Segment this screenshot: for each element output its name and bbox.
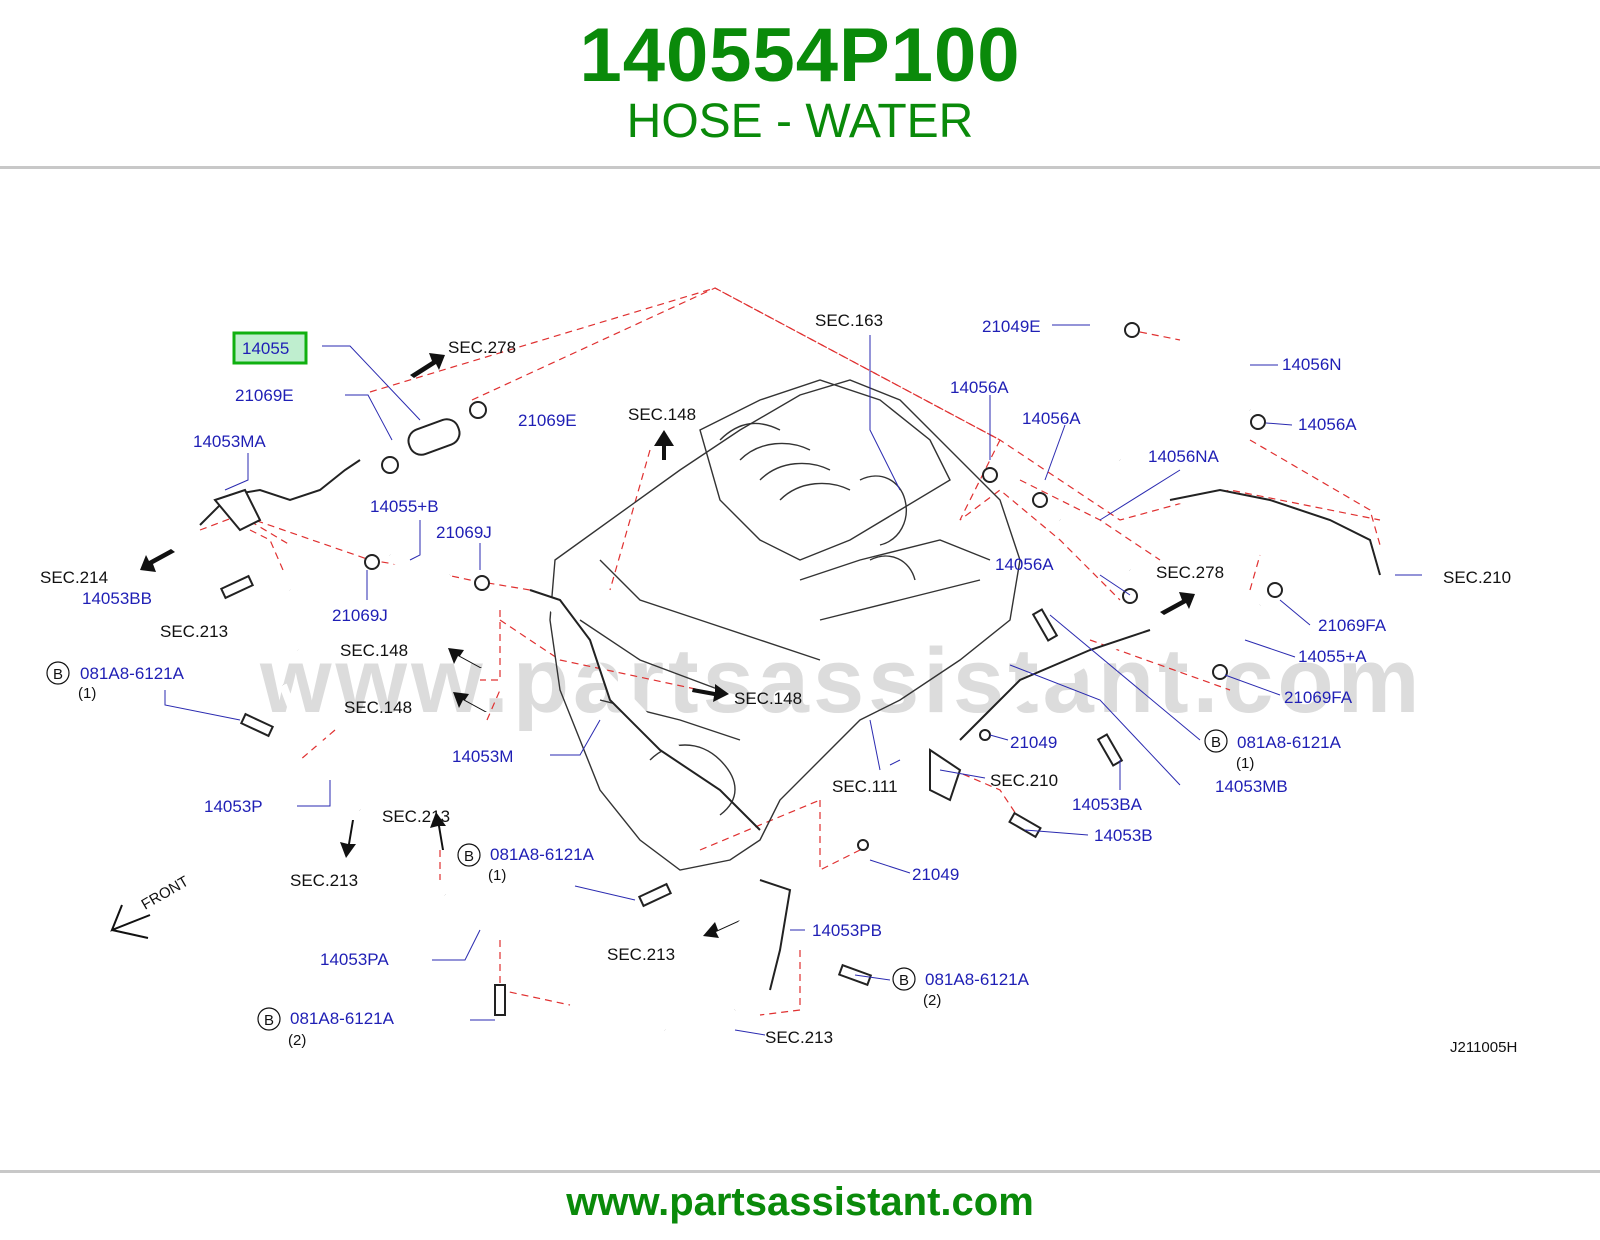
sec-148-d[interactable]: SEC.148	[734, 689, 802, 708]
label-14056A-2[interactable]: 14056A	[1022, 409, 1081, 428]
hoses-and-pipes	[199, 330, 1381, 1046]
engine-block-outline	[549, 379, 1021, 871]
label-14056A-1[interactable]: 14056A	[950, 378, 1009, 397]
section-labels: SEC.278 SEC.148 SEC.163 SEC.214 SEC.213 …	[40, 311, 1511, 1047]
label-14056N[interactable]: 14056N	[1282, 355, 1342, 374]
drawing-code: J211005H	[1450, 1039, 1517, 1056]
label-21069J-b[interactable]: 21069J	[332, 606, 388, 625]
sec-213-d[interactable]: SEC.213	[607, 945, 675, 964]
sec-213-e[interactable]: SEC.213	[765, 1028, 833, 1047]
watermark-text: www.partsassistant.com	[259, 630, 1423, 732]
bolt-symbol-2: B	[464, 848, 474, 865]
label-14053BA[interactable]: 14053BA	[1072, 795, 1143, 814]
sec-278-a[interactable]: SEC.278	[448, 338, 516, 357]
sec-213-c[interactable]: SEC.213	[290, 871, 358, 890]
label-14053PB[interactable]: 14053PB	[812, 921, 882, 940]
label-21069FA-2[interactable]: 21069FA	[1284, 688, 1353, 707]
sec-210-b[interactable]: SEC.210	[1443, 568, 1511, 587]
label-21069E-b[interactable]: 21069E	[518, 411, 577, 430]
label-081-qty-5: (1)	[1236, 755, 1254, 772]
header-divider	[0, 166, 1600, 169]
part-labels: 21069E 21069E 14053MA 14055+B 21069J 210…	[78, 317, 1387, 1049]
label-14055A[interactable]: 14055+A	[1298, 647, 1367, 666]
sec-213-a[interactable]: SEC.213	[160, 622, 228, 641]
leader-lines	[164, 324, 1422, 1036]
sec-278-b[interactable]: SEC.278	[1156, 563, 1224, 582]
bolt-symbol-4: B	[899, 972, 909, 989]
front-indicator-label: FRONT	[139, 873, 192, 914]
label-081-qty-2: (1)	[488, 867, 506, 884]
label-081A8-6121A-3[interactable]: 081A8-6121A	[290, 1009, 395, 1028]
bolt-symbol-3: B	[264, 1012, 274, 1029]
label-21069E-a[interactable]: 21069E	[235, 386, 294, 405]
sec-148-b[interactable]: SEC.148	[340, 641, 408, 660]
label-14053BB[interactable]: 14053BB	[82, 589, 152, 608]
highlighted-part-box	[232, 331, 308, 365]
sec-214[interactable]: SEC.214	[40, 568, 108, 587]
bolt-symbol-5: B	[1211, 734, 1221, 751]
label-14055B[interactable]: 14055+B	[370, 497, 439, 516]
label-081A8-6121A-5[interactable]: 081A8-6121A	[1237, 733, 1342, 752]
label-081A8-6121A-1[interactable]: 081A8-6121A	[80, 664, 185, 683]
label-081A8-6121A-2[interactable]: 081A8-6121A	[490, 845, 595, 864]
sec-148-c[interactable]: SEC.148	[344, 698, 412, 717]
label-21049E[interactable]: 21049E	[982, 317, 1041, 336]
label-14053PA[interactable]: 14053PA	[320, 950, 389, 969]
label-14053B[interactable]: 14053B	[1094, 826, 1153, 845]
sec-148-a[interactable]: SEC.148	[628, 405, 696, 424]
sec-163[interactable]: SEC.163	[815, 311, 883, 330]
bolt-symbol-1: B	[53, 666, 63, 683]
label-14053M[interactable]: 14053M	[452, 747, 513, 766]
bolt-symbols: B B B B B	[46, 661, 1228, 1031]
footer-divider	[0, 1170, 1600, 1173]
label-21069FA-1[interactable]: 21069FA	[1318, 616, 1387, 635]
highlighted-part-label[interactable]: 14055	[242, 339, 289, 358]
label-14053MB[interactable]: 14053MB	[1215, 777, 1288, 796]
part-number-title: 140554P100	[579, 13, 1021, 98]
label-14056NA[interactable]: 14056NA	[1148, 447, 1220, 466]
sec-210-a[interactable]: SEC.210	[990, 771, 1058, 790]
label-21069J-a[interactable]: 21069J	[436, 523, 492, 542]
part-name-subtitle: HOSE - WATER	[626, 95, 974, 148]
footer-website-link[interactable]: www.partsassistant.com	[566, 1180, 1034, 1224]
label-21049-2[interactable]: 21049	[912, 865, 959, 884]
label-21049-1[interactable]: 21049	[1010, 733, 1057, 752]
label-14053P[interactable]: 14053P	[204, 797, 263, 816]
label-081-qty-1: (1)	[78, 685, 96, 702]
sec-111[interactable]: SEC.111	[832, 777, 898, 796]
hose-14055	[407, 418, 461, 456]
label-081A8-6121A-4[interactable]: 081A8-6121A	[925, 970, 1030, 989]
label-14056A-3[interactable]: 14056A	[1298, 415, 1357, 434]
label-14053MA[interactable]: 14053MA	[193, 432, 266, 451]
label-081-qty-4: (2)	[923, 992, 941, 1009]
label-081-qty-3: (2)	[288, 1032, 306, 1049]
label-14056A-4[interactable]: 14056A	[995, 555, 1054, 574]
sec-213-b[interactable]: SEC.213	[382, 807, 450, 826]
direction-arrows	[110, 353, 1195, 939]
